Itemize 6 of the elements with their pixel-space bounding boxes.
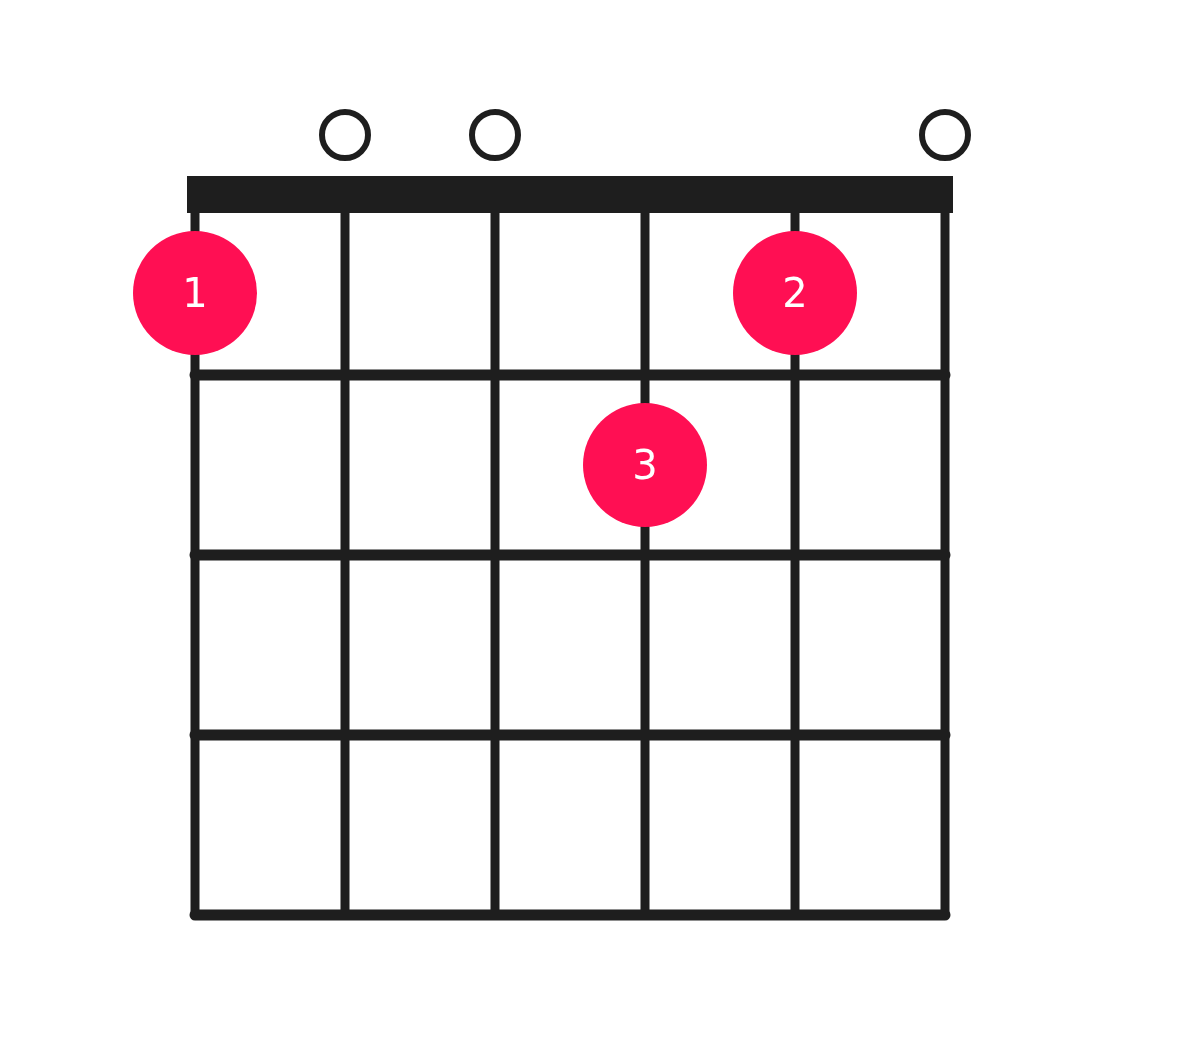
- finger-number: 1: [182, 270, 208, 316]
- open-string-circle: [469, 109, 521, 161]
- open-string-circle: [919, 109, 971, 161]
- open-string-circle: [319, 109, 371, 161]
- finger-number: 3: [632, 442, 658, 488]
- finger-number: 2: [782, 270, 808, 316]
